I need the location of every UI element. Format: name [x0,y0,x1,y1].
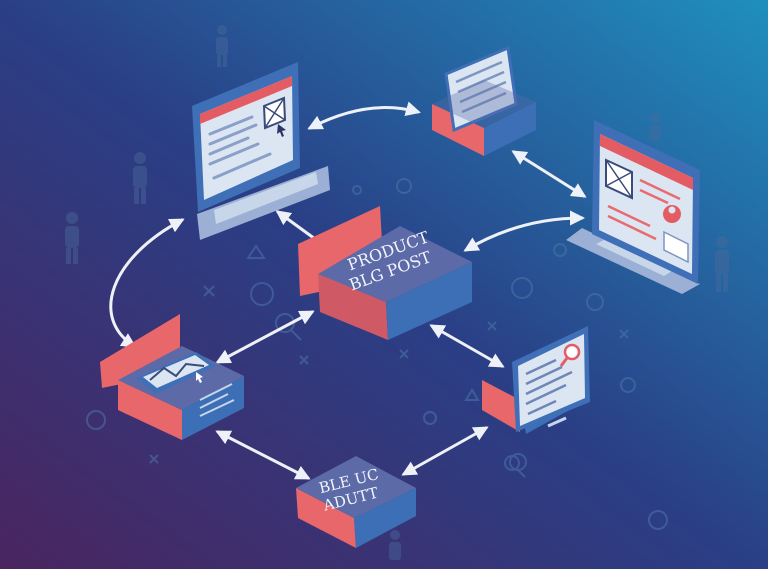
center-box-left-face [318,274,388,340]
center-box-right-face [386,262,472,340]
tray-right-face [484,102,536,156]
doodle-circle [352,185,362,195]
tablet-screen [143,355,209,388]
right-tablet-node [482,326,590,434]
person-figure [389,530,401,560]
mountain-image-icon [149,362,205,381]
doodle-circle [250,282,274,306]
center-box-top-face [318,226,472,302]
bottom-box-top-face [296,456,416,518]
tablet-base-left [482,380,520,432]
small-chart-panel [663,230,689,264]
doodle-cross [619,329,629,339]
image-cross-lines [605,159,633,199]
left-box-left-face [118,380,182,440]
left-box-node [100,314,244,440]
document-tray-node-top [432,45,536,156]
person-figure [715,236,729,292]
bottom-box-left-face [296,488,356,548]
document-text-lines [455,60,507,114]
avatar-head [668,206,676,214]
text-lines [525,358,573,416]
doodle-circle [648,510,668,530]
doodle-circle [396,178,412,194]
person-figure [216,25,228,67]
person-figure [65,212,79,264]
left-box-right-face [182,376,244,440]
magnifier-handle [559,357,569,367]
arrow-left-box-to-bottom [215,430,311,480]
bottom-box-right-face [354,488,416,548]
magnifier-icon [563,343,581,361]
doodle-cross [203,285,215,297]
tray-top-rim [432,80,536,128]
cursor-icon [277,124,286,137]
laptop-node-top-left [192,62,330,240]
arrow-center-to-right-tablet [429,324,505,368]
cursor-icon [196,372,203,383]
arrow-left-loop [109,218,185,348]
bottom-box-node: BLE UC ADUTT [296,456,416,548]
doodle-triangle [464,388,480,401]
doodle-circle [423,411,437,425]
connector-arrows [109,101,587,480]
doodle-circle [511,277,533,299]
laptop-node-right [566,120,700,294]
tray-left-face [432,104,484,156]
laptop-keyboard [596,240,672,276]
center-box-node: PRODUCT BLG POST [298,206,472,340]
person-figure [133,152,147,204]
profile-avatar-icon [663,205,681,223]
arrow-right-laptop-to-center [463,210,585,252]
arrow-top-doc-to-right-laptop [511,150,587,198]
person-figure [649,113,661,141]
text-lines [208,115,272,180]
doodle-magnifier [504,455,526,478]
tablet-stand [547,416,567,428]
image-cross-lines [263,97,286,129]
arrow-right-tablet-to-bottom [401,426,489,476]
arrow-center-to-left-box [215,310,315,364]
screen-header-bar [200,76,292,124]
text-lines [607,178,681,241]
doodle-cross [399,349,409,359]
doodle-triangle [246,244,266,259]
text-lines [199,383,235,417]
screen-header-bar [600,134,693,190]
doodle-circle [586,293,604,311]
doodle-cross [149,454,159,464]
laptop-keyboard [214,172,318,224]
doodle-circle [620,377,636,393]
arrow-topleft-laptop-to-top-doc [307,101,421,130]
doodle-circle [86,410,106,430]
document-sheet [444,45,518,133]
background-figures [65,25,729,560]
